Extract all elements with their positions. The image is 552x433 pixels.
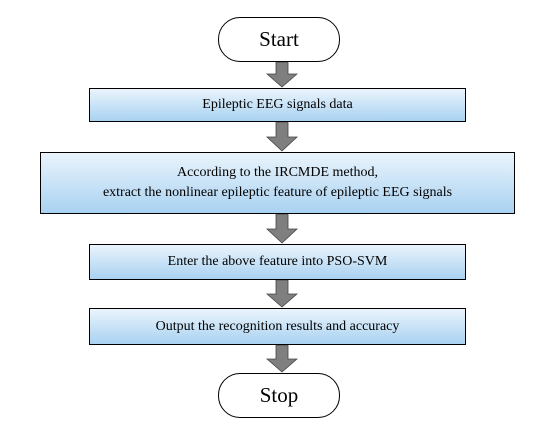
start-label: Start [259,27,299,51]
process-box-signals-data: Epileptic EEG signals data [89,88,466,122]
stop-label: Stop [259,383,299,407]
stop-terminal: Stop [218,373,340,418]
process-box-feature-extraction: According to the IRCMDE method, extract … [40,152,515,214]
process-label-feature-extraction-line2: extract the nonlinear epileptic feature … [102,185,453,200]
process-label-feature-extraction-line1: According to the IRCMDE method, [176,165,379,180]
start-terminal: Start [218,17,340,62]
flow-arrow-5 [266,345,298,373]
process-box-pso-svm: Enter the above feature into PSO-SVM [89,244,466,280]
process-label-signals-data: Epileptic EEG signals data [202,97,353,112]
process-label-pso-svm: Enter the above feature into PSO-SVM [167,254,388,269]
flow-arrow-2 [266,122,298,152]
process-label-output-results: Output the recognition results and accur… [155,318,400,334]
flow-arrow-3 [266,214,298,244]
flow-arrow-4 [266,280,298,308]
process-box-output-results: Output the recognition results and accur… [89,308,466,345]
flow-arrow-1 [266,62,298,88]
